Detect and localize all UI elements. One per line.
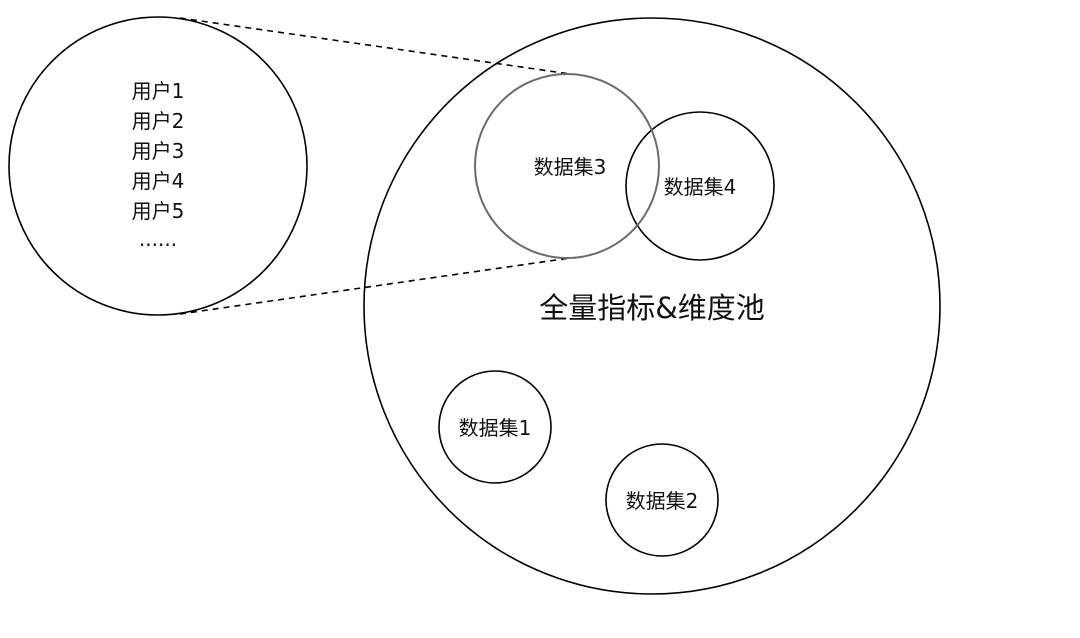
- projection-line-bottom: [179, 257, 571, 315]
- dataset4-label: 数据集4: [664, 175, 737, 199]
- pool-label: 全量指标&维度池: [539, 291, 765, 325]
- user-label-2: 用户2: [132, 109, 185, 133]
- dataset2-label: 数据集2: [626, 489, 699, 513]
- user-label-ellipsis: ......: [139, 227, 177, 251]
- pool-circle: [363, 17, 941, 595]
- dataset4-circle: [625, 111, 775, 261]
- dataset1-circle: [438, 370, 552, 484]
- dataset3-circle: [474, 73, 660, 259]
- dataset1-label: 数据集1: [459, 416, 532, 440]
- user-label-5: 用户5: [132, 199, 185, 223]
- projection-line-top: [179, 17, 571, 75]
- user-label-3: 用户3: [132, 139, 185, 163]
- user-label-4: 用户4: [132, 169, 185, 193]
- user-label-1: 用户1: [132, 79, 185, 103]
- dataset3-label: 数据集3: [534, 155, 607, 179]
- user-circle: [8, 16, 308, 316]
- dataset2-circle: [605, 443, 719, 557]
